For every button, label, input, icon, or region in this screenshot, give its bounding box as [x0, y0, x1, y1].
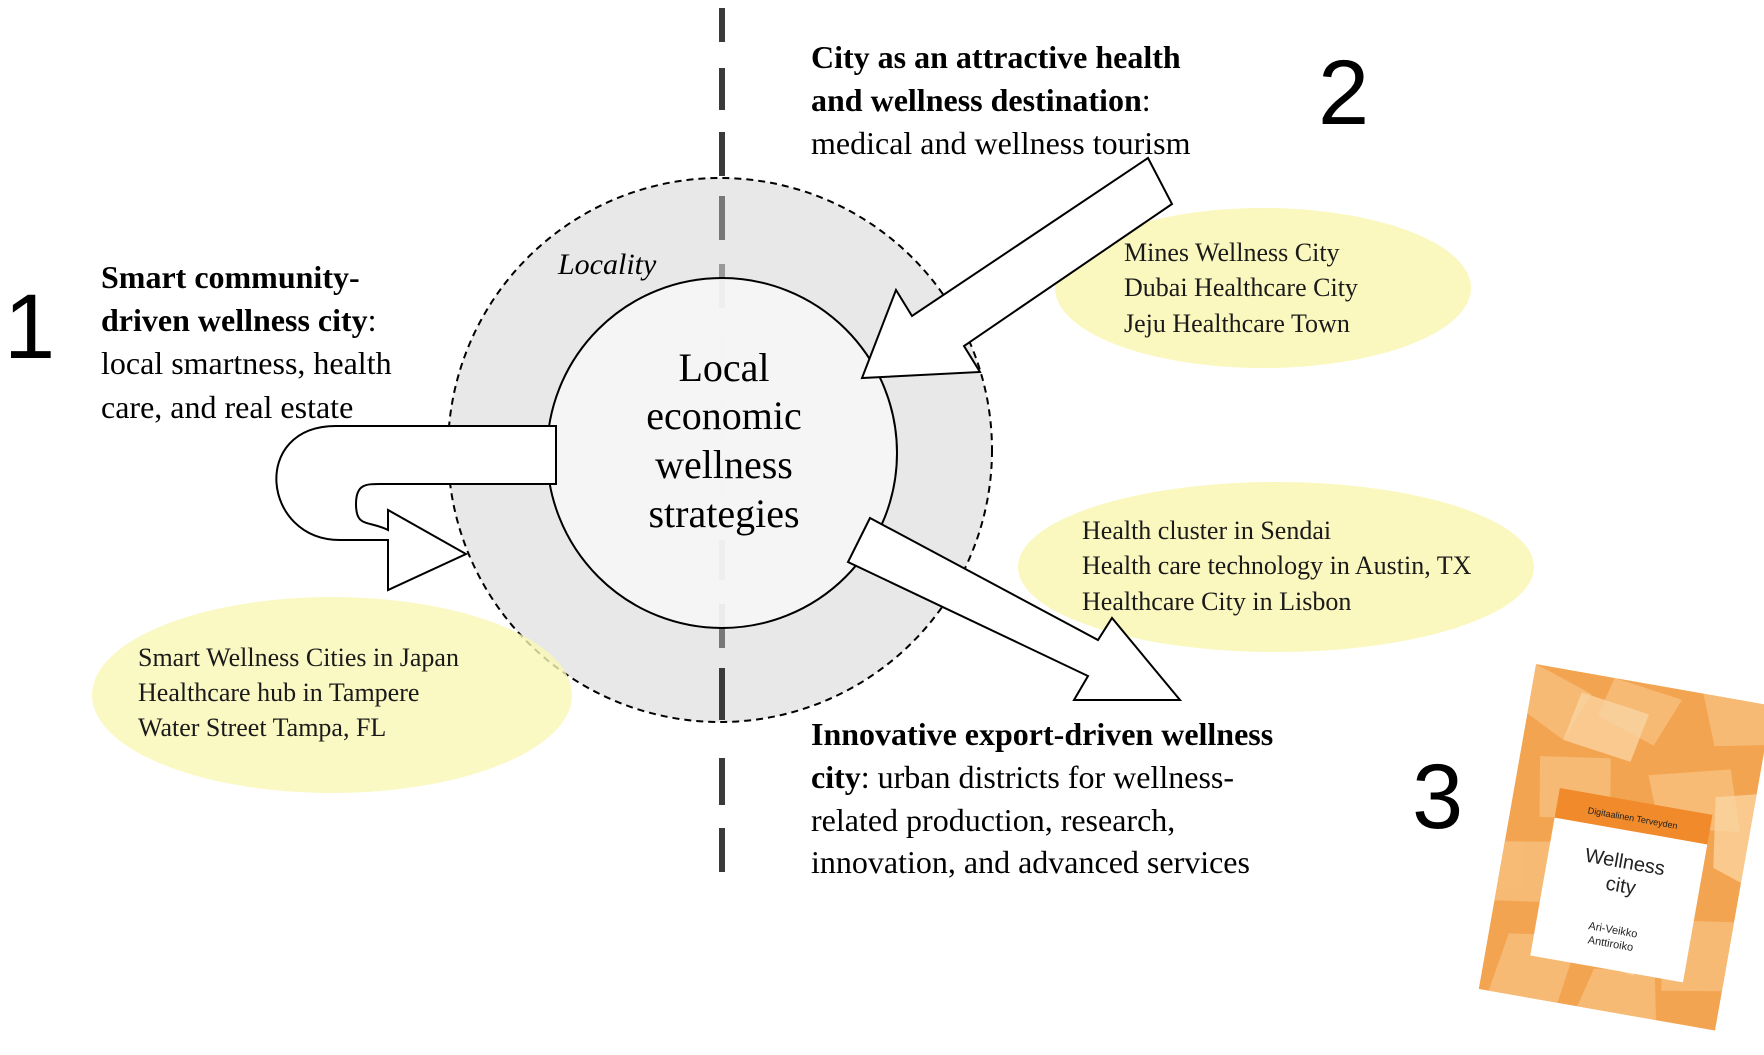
strategy-3-desc-1: related production, research, — [811, 802, 1175, 838]
example-1-2: Healthcare hub in Tampere — [138, 678, 419, 707]
incoming-arrow-2 — [860, 156, 1174, 380]
center-line-1: Local — [678, 345, 769, 390]
strategy-3-title-2: city: urban districts for wellness- — [811, 759, 1234, 795]
example-2-1: Mines Wellness City — [1124, 238, 1340, 267]
example-3-1: Health cluster in Sendai — [1082, 516, 1331, 545]
example-2-3: Jeju Healthcare Town — [1124, 309, 1350, 338]
book-title-2: city — [1604, 873, 1637, 900]
number-3: 3 — [1412, 746, 1463, 848]
strategy-1-title-2: driven wellness city: — [101, 302, 377, 338]
example-2-2: Dubai Healthcare City — [1124, 273, 1358, 302]
example-3-2: Health care technology in Austin, TX — [1082, 551, 1472, 580]
loop-arrow-1 — [275, 425, 557, 592]
strategy-1-title-1: Smart community- — [101, 259, 360, 295]
examples-ellipse-3 — [1018, 482, 1534, 652]
strategy-2-desc-1: medical and wellness tourism — [811, 125, 1191, 161]
example-3-3: Healthcare City in Lisbon — [1082, 587, 1351, 616]
book-cover: Digitaalinen Terveyden Wellness city Ari… — [1478, 664, 1764, 1031]
number-2: 2 — [1318, 42, 1369, 144]
strategy-2-title-1: City as an attractive health — [811, 39, 1181, 75]
center-line-2: economic — [646, 393, 802, 438]
outgoing-arrow-3 — [846, 516, 1183, 701]
strategy-3-desc-2: innovation, and advanced services — [811, 844, 1250, 880]
example-1-3: Water Street Tampa, FL — [138, 713, 386, 742]
center-line-3: wellness — [655, 442, 793, 487]
strategy-1-desc-2: care, and real estate — [101, 389, 353, 425]
center-line-4: strategies — [648, 491, 799, 536]
example-1-1: Smart Wellness Cities in Japan — [138, 643, 459, 672]
examples-ellipse-1 — [92, 597, 572, 793]
examples-ellipse-2 — [1055, 208, 1471, 368]
number-1: 1 — [4, 276, 55, 378]
strategy-1-desc-1: local smartness, health — [101, 345, 392, 381]
strategy-3-title-1: Innovative export-driven wellness — [811, 716, 1273, 752]
locality-label: Locality — [557, 248, 657, 281]
strategy-2-title-2: and wellness destination: — [811, 82, 1151, 118]
